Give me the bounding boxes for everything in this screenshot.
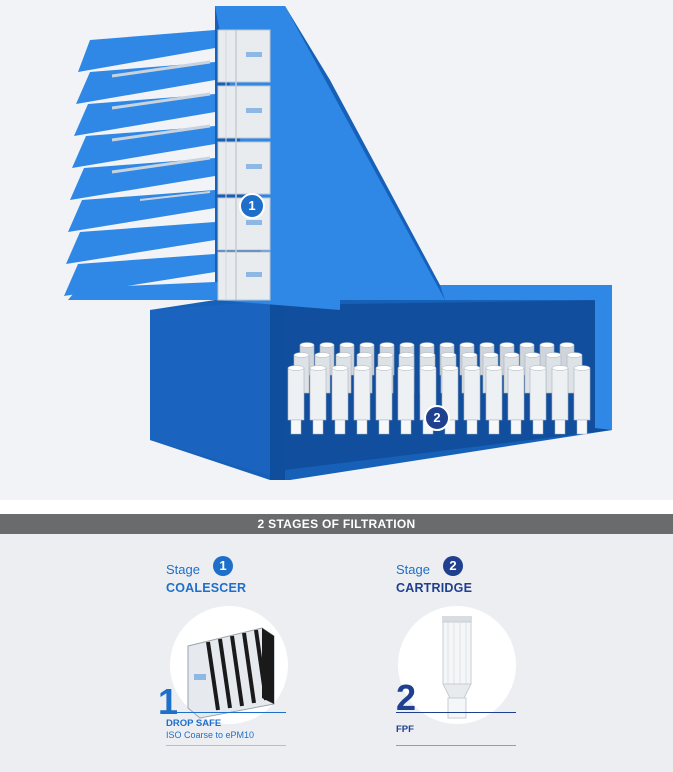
stage-2-badge: 2 (443, 556, 463, 576)
cartridge-filter (287, 365, 305, 435)
stage-1-word: Stage (166, 562, 200, 577)
stages-panel: Stage 1 COALESCER 1 DROP SAFE ISO Coarse… (0, 534, 673, 772)
stage-1-subtitle: ISO Coarse to ePM10 (166, 730, 255, 740)
hopper-ledge (440, 285, 612, 300)
stage-2-name: CARTRIDGE (396, 581, 473, 595)
right-end-wall (595, 285, 612, 430)
stage-2-rule-top (396, 712, 516, 713)
lower-left-wall-face (270, 300, 285, 480)
section-banner: 2 STAGES OF FILTRATION (0, 514, 673, 534)
stage-2-product: FPF (396, 724, 414, 735)
stage-2-rule-bottom (396, 745, 516, 746)
stage-2-big-number: 2 (396, 677, 417, 718)
cartridge-filter-icon (442, 616, 472, 719)
cartridge-filter (331, 365, 349, 435)
coalescer-filter-stack (217, 29, 271, 301)
cartridge-filter (397, 365, 415, 435)
cartridge-photo (398, 606, 516, 724)
dust-collector-drawing (64, 6, 612, 480)
cartridge-filter (507, 365, 525, 435)
stage-1-product: DROP SAFE (166, 718, 222, 729)
cartridge-filter (573, 365, 591, 435)
cartridge-filter (353, 365, 371, 435)
cartridge-filter (551, 365, 569, 435)
coalescer-photo (170, 606, 288, 724)
dust-collector-illustration: 1 2 (0, 0, 673, 500)
stage-1-big-number: 1 (158, 681, 179, 722)
stage-1: Stage 1 COALESCER 1 DROP SAFE ISO Coarse… (0, 534, 336, 772)
stage-2-marker: 2 (424, 405, 450, 431)
inlet-louvers (64, 30, 340, 310)
lower-left-wall (150, 300, 285, 480)
cartridge-filter (463, 365, 481, 435)
stage-1-rule-top (166, 712, 286, 713)
cartridge-filter (485, 365, 503, 435)
stage-2-word: Stage (396, 562, 430, 577)
stage-1-rule-bottom (166, 745, 286, 746)
stage-2: Stage 2 CARTRIDGE 2 FPF (336, 534, 673, 772)
spacer (0, 500, 673, 514)
cartridge-filter (309, 365, 327, 435)
cartridge-rows (287, 342, 591, 435)
housing-roof (215, 6, 445, 300)
cartridge-filter (529, 365, 547, 435)
stage-1-name: COALESCER (166, 581, 247, 595)
cartridge-filter (375, 365, 393, 435)
stage-1-badge: 1 (213, 556, 233, 576)
stage-1-marker: 1 (239, 193, 265, 219)
coalescer-filter-icon (187, 627, 275, 719)
